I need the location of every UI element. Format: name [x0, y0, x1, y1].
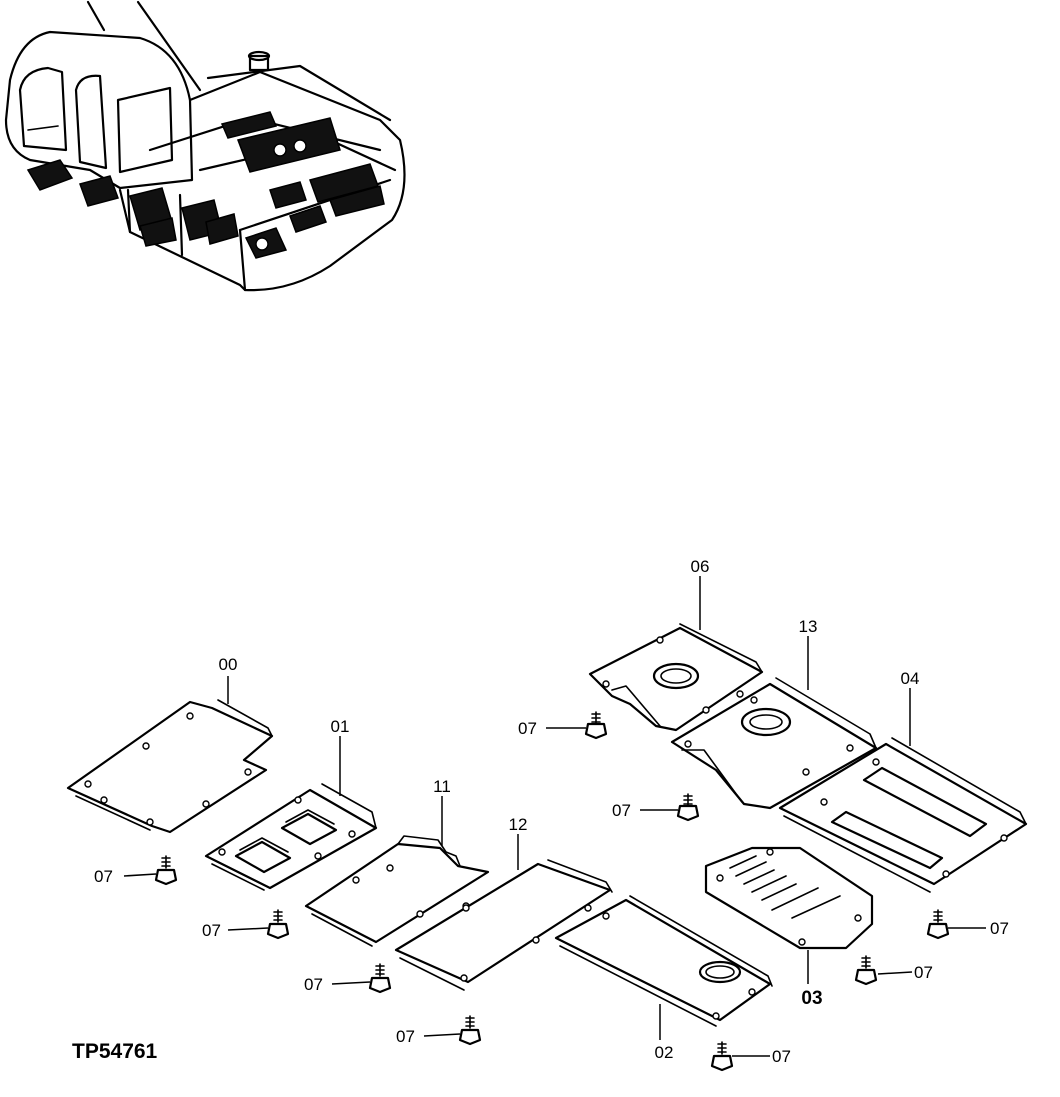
part-label-07: 07 — [396, 1027, 415, 1046]
machine-overview-illustration — [4, 0, 406, 292]
part-label-07: 07 — [612, 801, 631, 820]
screw-icon — [926, 909, 950, 940]
screw-icon — [458, 1015, 482, 1046]
screw-icon — [154, 855, 178, 886]
part-label-07: 07 — [518, 719, 537, 738]
part-label-07: 07 — [202, 921, 221, 940]
part-label-07: 07 — [304, 975, 323, 994]
leader-lines — [123, 576, 986, 1057]
plate-04 — [778, 737, 1028, 893]
screw-icon — [854, 955, 878, 986]
plate-13 — [670, 677, 878, 810]
screw-icon — [266, 909, 290, 940]
part-label-12: 12 — [509, 815, 528, 834]
screw-icon — [676, 793, 700, 822]
screw-icon — [584, 711, 608, 740]
plate-00 — [66, 699, 274, 834]
plate-06 — [588, 623, 764, 732]
part-label-11: 11 — [433, 777, 451, 796]
part-label-07: 07 — [772, 1047, 791, 1066]
plate-02 — [554, 895, 773, 1027]
plate-03 — [704, 846, 874, 950]
screw-icon — [368, 963, 392, 994]
part-labels: 00 01 11 12 02 03 06 13 04 07 07 07 07 0… — [94, 557, 1009, 1066]
part-label-00: 00 — [219, 655, 238, 674]
plate-01 — [204, 783, 378, 891]
part-label-13: 13 — [799, 617, 818, 636]
part-label-06: 06 — [691, 557, 710, 576]
part-label-01: 01 — [331, 717, 350, 736]
screw-group — [154, 711, 950, 1072]
part-label-07: 07 — [914, 963, 933, 982]
part-label-04: 04 — [901, 669, 920, 688]
part-label-02: 02 — [655, 1043, 674, 1062]
drawing-code: TP54761 — [72, 1040, 158, 1063]
screw-icon — [710, 1041, 734, 1072]
part-label-07: 07 — [94, 867, 113, 886]
part-label-07: 07 — [990, 919, 1009, 938]
plate-12 — [394, 859, 613, 991]
part-label-03: 03 — [801, 988, 822, 1009]
